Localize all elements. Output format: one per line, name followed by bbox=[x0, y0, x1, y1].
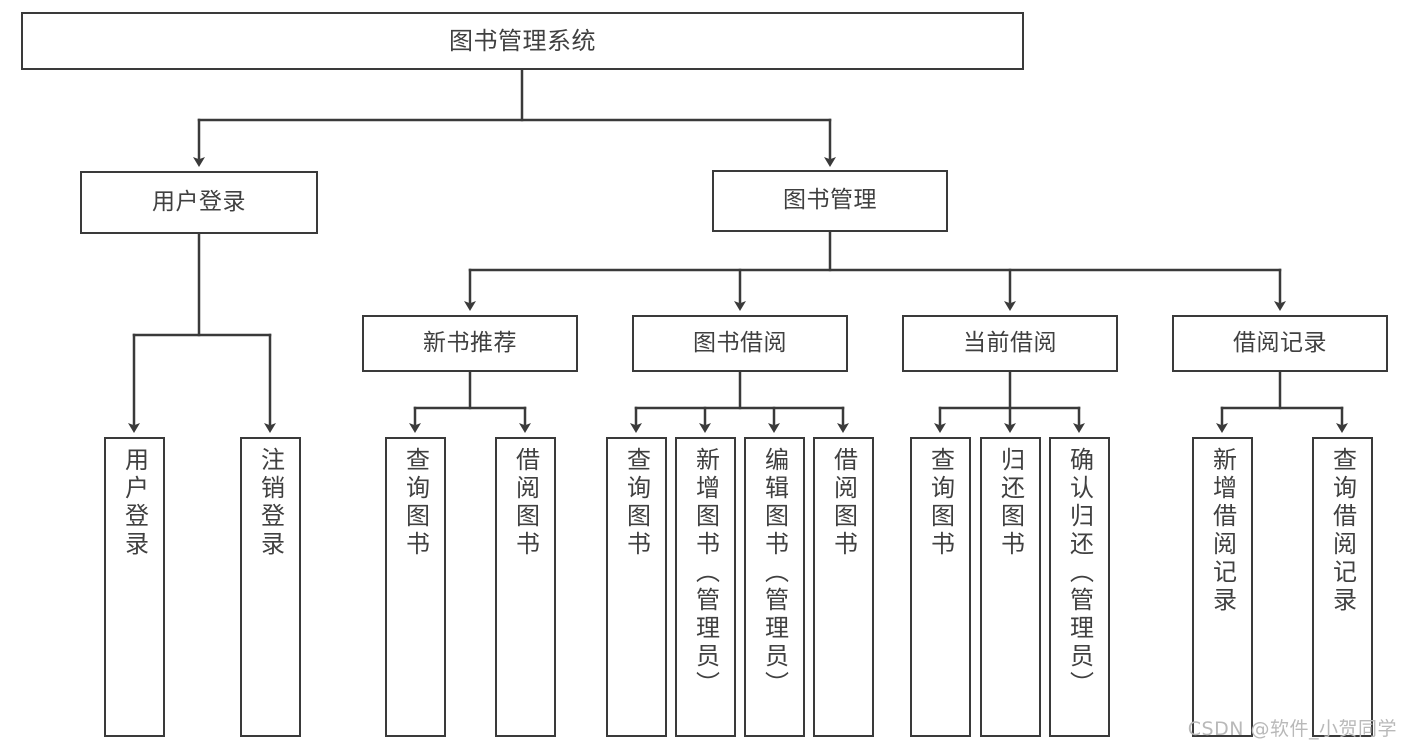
node-label: 用户登录 bbox=[152, 188, 246, 215]
node-label: 图书管理 bbox=[783, 187, 877, 214]
node-root-book-management-system[interactable]: 图书管理系统 bbox=[21, 12, 1024, 70]
node-current-borrowing[interactable]: 当前借阅 bbox=[902, 315, 1118, 372]
leaf-book-borrow-borrow[interactable]: 借阅图书 bbox=[813, 437, 874, 737]
watermark: CSDN @软件_小贺同学 bbox=[1187, 718, 1397, 740]
node-label: 用户登录 bbox=[120, 447, 149, 559]
leaf-book-borrow-edit[interactable]: 编辑图书（管理员） bbox=[744, 437, 805, 737]
node-label: 查询图书 bbox=[401, 447, 430, 559]
leaf-user-login-logout[interactable]: 注销登录 bbox=[240, 437, 301, 737]
node-label: 注销登录 bbox=[256, 447, 285, 559]
node-book-management[interactable]: 图书管理 bbox=[712, 170, 948, 232]
node-label: 查询借阅记录 bbox=[1328, 447, 1357, 615]
leaf-current-borrow-query[interactable]: 查询图书 bbox=[910, 437, 971, 737]
node-label: 新增图书（管理员） bbox=[691, 447, 720, 699]
leaf-book-borrow-add[interactable]: 新增图书（管理员） bbox=[675, 437, 736, 737]
node-label: 当前借阅 bbox=[963, 329, 1057, 356]
node-label: 新书推荐 bbox=[423, 329, 517, 356]
leaf-current-borrow-return[interactable]: 归还图书 bbox=[980, 437, 1041, 737]
node-borrow-record[interactable]: 借阅记录 bbox=[1172, 315, 1388, 372]
leaf-borrow-record-add[interactable]: 新增借阅记录 bbox=[1192, 437, 1253, 737]
node-label: 借阅记录 bbox=[1233, 329, 1327, 356]
node-new-book-recommendation[interactable]: 新书推荐 bbox=[362, 315, 578, 372]
node-label: 确认归还（管理员） bbox=[1065, 447, 1094, 699]
node-label: 新增借阅记录 bbox=[1208, 447, 1237, 615]
leaf-user-login-login[interactable]: 用户登录 bbox=[104, 437, 165, 737]
node-label: 借阅图书 bbox=[829, 447, 858, 559]
leaf-new-book-query[interactable]: 查询图书 bbox=[385, 437, 446, 737]
leaf-borrow-record-query[interactable]: 查询借阅记录 bbox=[1312, 437, 1373, 737]
leaf-book-borrow-query[interactable]: 查询图书 bbox=[606, 437, 667, 737]
node-label: 查询图书 bbox=[622, 447, 651, 559]
node-label: 借阅图书 bbox=[511, 447, 540, 559]
node-label: 编辑图书（管理员） bbox=[760, 447, 789, 699]
leaf-new-book-borrow[interactable]: 借阅图书 bbox=[495, 437, 556, 737]
node-label: 图书借阅 bbox=[693, 329, 787, 356]
node-label: 查询图书 bbox=[926, 447, 955, 559]
leaf-current-borrow-confirm-return[interactable]: 确认归还（管理员） bbox=[1049, 437, 1110, 737]
node-label: 归还图书 bbox=[996, 447, 1025, 559]
node-label: 图书管理系统 bbox=[449, 26, 596, 55]
node-user-login[interactable]: 用户登录 bbox=[80, 171, 318, 234]
node-book-borrowing[interactable]: 图书借阅 bbox=[632, 315, 848, 372]
